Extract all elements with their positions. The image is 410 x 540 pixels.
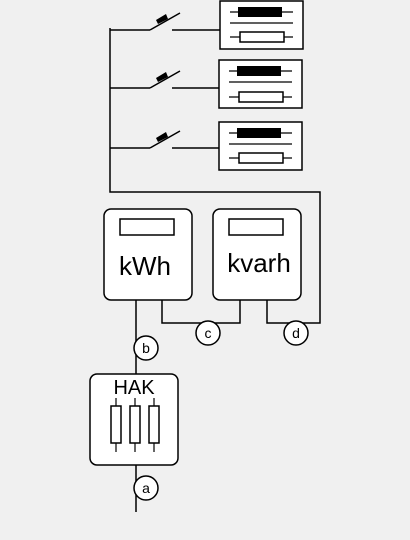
breaker-1-fuse-white	[239, 31, 285, 43]
breaker-3-fuse-white	[238, 152, 284, 164]
hak-fuse-1	[110, 398, 122, 452]
kvarh-meter-display	[228, 218, 284, 236]
wire-c	[161, 300, 241, 324]
kvarh-meter-label: kvarh	[227, 248, 291, 278]
hak-label: HAK	[113, 377, 155, 399]
switch-1-handle	[156, 14, 168, 24]
branch-circuit-2	[110, 59, 303, 109]
wire-d-return	[109, 28, 321, 324]
hak-fuse-2	[129, 398, 141, 452]
hak-box: HAK	[89, 373, 179, 466]
point-c: c	[195, 320, 221, 346]
point-b: b	[133, 335, 159, 361]
breaker-2-fuse-white	[238, 91, 284, 103]
point-d: d	[283, 320, 309, 346]
kwh-meter-display	[119, 218, 175, 236]
hak-fuse-3	[148, 398, 160, 452]
branch-circuit-3	[110, 121, 303, 171]
breaker-3-fuse-black	[237, 128, 281, 138]
breaker-2-fuse-black	[237, 66, 281, 76]
breaker-1-fuse-black	[238, 7, 282, 17]
switch-2-handle	[156, 72, 168, 82]
switch-3-handle	[156, 132, 168, 142]
point-a: a	[133, 475, 159, 501]
kwh-meter-label: kWh	[119, 251, 171, 281]
point-b-label: b	[142, 340, 150, 356]
kvarh-meter: kvarh	[212, 208, 302, 301]
point-c-label: c	[205, 325, 212, 341]
branch-circuit-1	[110, 0, 304, 50]
point-d-label: d	[292, 325, 300, 341]
point-a-label: a	[142, 480, 150, 496]
kwh-meter: kWh	[103, 208, 193, 301]
